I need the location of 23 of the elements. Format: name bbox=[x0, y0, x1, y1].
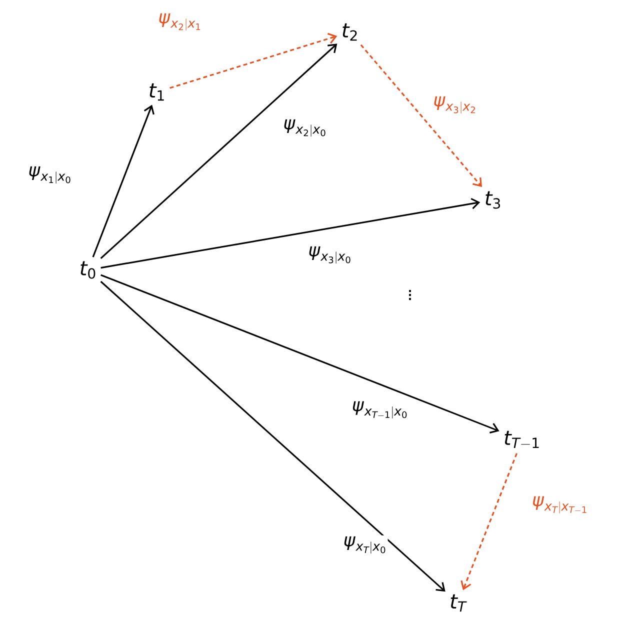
edge-label: $\psi_{x_T|x_0}$ bbox=[342, 535, 388, 555]
time-point-label: $t_{T-1}$ bbox=[504, 430, 539, 448]
arrow bbox=[100, 274, 500, 434]
arrow bbox=[170, 32, 338, 89]
time-point-label: $t_2$ bbox=[342, 23, 357, 41]
edge-label: $\psi_{x_T|x_{T-1}}$ bbox=[530, 495, 590, 515]
edge-label: $\psi_{x_2|x_1}$ bbox=[157, 12, 203, 32]
edge-label: $\psi_{x_3|x_0}$ bbox=[307, 245, 353, 265]
edge-label: $\psi_{x_3|x_2}$ bbox=[432, 95, 478, 115]
edge-label: $\psi_{x_2|x_0}$ bbox=[282, 118, 328, 138]
time-point-label: $t_0$ bbox=[80, 261, 96, 279]
time-point-label: $t_1$ bbox=[150, 83, 164, 101]
arrow bbox=[100, 280, 446, 592]
ellipsis: $\vdots$ bbox=[409, 290, 411, 300]
arrow bbox=[100, 44, 338, 259]
arrow bbox=[460, 453, 518, 590]
edge-label: $\psi_{x_1|x_0}$ bbox=[27, 165, 73, 185]
time-point-label: $t_T$ bbox=[450, 594, 467, 612]
arrow bbox=[100, 198, 480, 269]
edge-label: $\psi_{x_{T-1}|x_0}$ bbox=[350, 400, 410, 420]
arrow bbox=[92, 104, 154, 258]
time-point-label: $t_3$ bbox=[486, 191, 500, 209]
arrow bbox=[360, 44, 482, 188]
